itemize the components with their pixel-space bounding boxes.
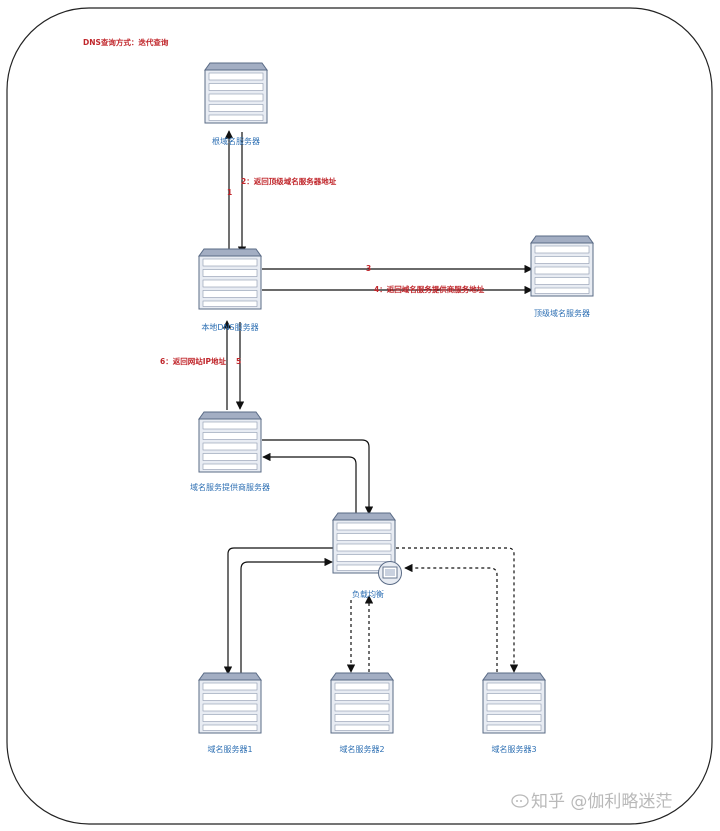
edge-2-label: 2：返回顶级域名服务器地址 (241, 176, 337, 186)
load-balancer-label: 负载均衡 (352, 589, 384, 599)
server3-node: 域名服务器3 (482, 672, 546, 754)
load-balancer-icon (378, 561, 402, 585)
lb-to-provider-connector (262, 452, 357, 514)
server-rack-icon (198, 248, 262, 310)
server-rack-icon (198, 672, 262, 734)
server-rack-icon (204, 62, 268, 124)
server1-to-lb-connector (240, 557, 333, 674)
provider-server-node: 域名服务提供商服务器 (190, 411, 270, 492)
server2-label: 域名服务器2 (339, 744, 384, 754)
watermark-text: 知乎 @伽利略迷茫 (531, 792, 672, 812)
server1-node: 域名服务器1 (198, 672, 262, 754)
root-server-label: 根域名服务器 (212, 136, 260, 146)
diagram-title: DNS查询方式：迭代查询 (83, 37, 169, 47)
server-rack-icon (198, 411, 262, 473)
server1-label: 域名服务器1 (207, 744, 252, 754)
provider-to-lb-connector (262, 439, 374, 515)
lb-to-server1-connector (223, 547, 333, 675)
tld-server-label: 顶级域名服务器 (534, 308, 590, 318)
edge-1-label: 1 (227, 188, 232, 197)
diagram-frame (6, 7, 713, 825)
chat-bubble-logo-icon (511, 794, 529, 808)
server-rack-icon (530, 235, 594, 297)
tld-server-node: 顶级域名服务器 (530, 235, 594, 318)
root-server-node: 根域名服务器 (204, 62, 268, 146)
edge-6-label: 6：返回网站IP地址 (160, 356, 227, 366)
server3-to-lb-connector (404, 563, 498, 672)
edge-5-label: 5 (236, 357, 241, 366)
edge-4-label: 4：返回域名服务提供商服务地址 (374, 284, 485, 294)
load-balancer-node: 负载均衡 (332, 512, 402, 599)
server2-node: 域名服务器2 (330, 672, 394, 754)
server3-label: 域名服务器3 (491, 744, 536, 754)
lb-to-server3-connector (396, 547, 519, 673)
provider-server-label: 域名服务提供商服务器 (190, 482, 270, 492)
local-dns-server-label: 本地DNS服务器 (201, 322, 258, 332)
local-dns-server-node: 本地DNS服务器 (198, 248, 262, 332)
server-rack-icon (330, 672, 394, 734)
watermark: 知乎 @伽利略迷茫 (511, 792, 672, 812)
edge-3-label: 3 (366, 264, 371, 273)
server-rack-icon (482, 672, 546, 734)
